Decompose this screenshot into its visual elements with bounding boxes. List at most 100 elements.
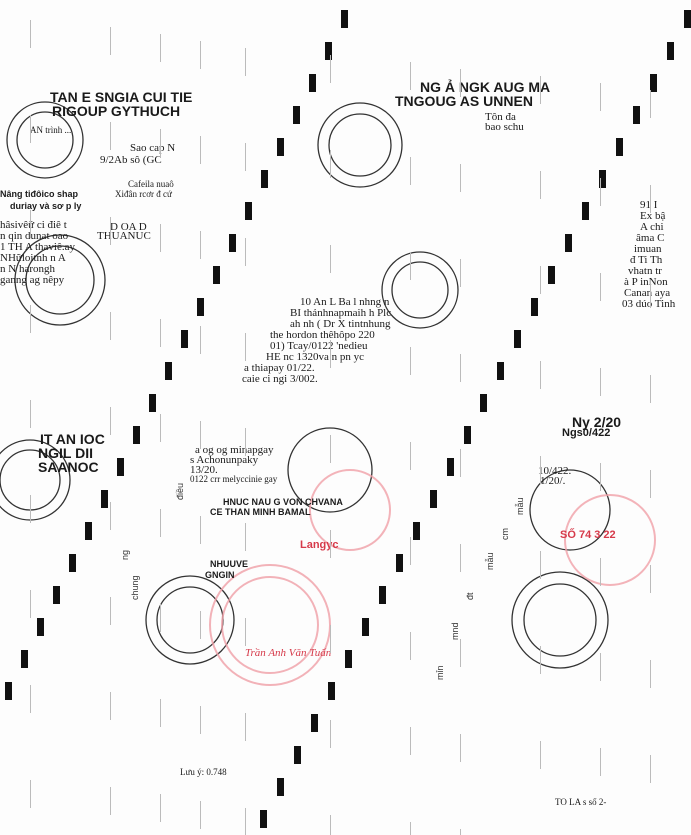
scan-dash-mark	[245, 202, 252, 220]
text-line: 10/422.	[538, 465, 572, 477]
scan-dash-mark	[149, 394, 156, 412]
heading: TNGOUG AS UNNEN	[395, 93, 533, 109]
paragraph-line: n qin dunat oao	[0, 230, 69, 242]
scan-dash-mark	[101, 490, 108, 508]
scan-rule-line	[160, 509, 161, 537]
red-seal-bottom	[209, 564, 331, 686]
scan-rule-line	[410, 157, 411, 185]
column-line: âma C	[636, 232, 665, 244]
scan-rule-line	[110, 27, 111, 55]
scan-rule-line	[110, 692, 111, 720]
stamp-text: HNUC NAU G VON CHVANA	[223, 497, 343, 507]
scan-rule-line	[650, 565, 651, 593]
scan-dash-mark	[69, 554, 76, 572]
scan-dash-mark	[53, 586, 60, 604]
scan-rule-line	[30, 115, 31, 143]
text-line: s Achonunpaky	[190, 454, 259, 466]
red-seal-right	[564, 494, 656, 586]
scan-dash-mark	[309, 74, 316, 92]
stamp-center-right	[381, 251, 459, 329]
scan-rule-line	[110, 122, 111, 150]
scan-dash-mark	[325, 42, 332, 60]
scan-rule-line	[110, 787, 111, 815]
text-line: 1/20/.	[540, 475, 566, 487]
scan-rule-line	[200, 136, 201, 164]
vertical-text: mẫu	[485, 552, 495, 570]
scan-rule-line	[160, 224, 161, 252]
paragraph-line: n N harongh	[0, 263, 55, 275]
scan-rule-line	[160, 794, 161, 822]
scan-rule-line	[650, 755, 651, 783]
scan-rule-line	[410, 727, 411, 755]
scan-rule-line	[110, 217, 111, 245]
column-line: A chi	[640, 221, 664, 233]
scan-rule-line	[110, 312, 111, 340]
scan-rule-line	[30, 400, 31, 428]
heading: RIGOUP GYTHUCH	[52, 103, 181, 119]
scan-dash-mark	[341, 10, 348, 28]
vertical-text: chung	[130, 575, 140, 600]
scan-dash-mark	[277, 138, 284, 156]
scan-rule-line	[245, 713, 246, 741]
scan-rule-line	[160, 414, 161, 442]
scan-rule-line	[460, 734, 461, 762]
heading: NG Ả NGK AUG MA	[420, 79, 551, 95]
heading: NGIL DII	[38, 445, 93, 461]
scan-dash-mark	[582, 202, 590, 220]
scan-rule-line	[245, 428, 246, 456]
scan-dash-mark	[361, 618, 369, 636]
paragraph-line: a thiapay 01/22.	[244, 362, 315, 374]
column-line: đ Ti Th	[630, 254, 663, 266]
scan-dash-mark	[480, 394, 488, 412]
scan-rule-line	[600, 178, 601, 206]
scan-rule-line	[600, 558, 601, 586]
column-line: Ex bậ	[640, 210, 666, 222]
scan-dash-mark	[133, 426, 140, 444]
vertical-text: mỉn	[435, 665, 445, 680]
scan-rule-line	[200, 421, 201, 449]
scan-dash-mark	[378, 586, 386, 604]
scan-dash-mark	[497, 362, 505, 380]
scan-rule-line	[600, 653, 601, 681]
stamp-top-center	[317, 102, 403, 188]
scan-rule-line	[160, 604, 161, 632]
scan-rule-line	[410, 822, 411, 835]
scan-dash-mark	[429, 490, 437, 508]
scan-rule-line	[330, 625, 331, 653]
vertical-text: ng	[120, 549, 130, 560]
scan-dash-mark	[117, 458, 124, 476]
scan-rule-line	[245, 143, 246, 171]
paragraph-line: 01) Tcay/0122 'nedieu	[270, 340, 368, 352]
scan-dash-mark	[412, 522, 420, 540]
signature: Trần Anh Văn Tuấn	[245, 647, 332, 659]
scan-rule-line	[410, 252, 411, 280]
scan-dash-mark	[260, 810, 267, 828]
scan-rule-line	[30, 495, 31, 523]
scan-rule-line	[200, 326, 201, 354]
text-line: duriay và sơ p ly	[10, 201, 82, 211]
scan-rule-line	[200, 231, 201, 259]
scan-rule-line	[200, 611, 201, 639]
text-line: Tôn đa	[485, 111, 516, 123]
text-line: bao schu	[485, 121, 524, 133]
scan-rule-line	[410, 442, 411, 470]
stamp-text: GNGIN	[205, 570, 235, 580]
text-line: 13/20.	[190, 464, 218, 476]
scan-dash-mark	[616, 138, 624, 156]
scan-rule-line	[540, 266, 541, 294]
column-line: Canan aya	[624, 287, 671, 299]
text-line: TO LA s số 2-	[555, 797, 607, 807]
scan-rule-line	[245, 523, 246, 551]
paragraph-line: BI thảnhnapmaih h Plc	[290, 307, 392, 319]
text-line: Xiđân rcơr đ cứ	[115, 189, 172, 199]
scan-rule-line	[160, 129, 161, 157]
scan-rule-line	[650, 375, 651, 403]
scan-rule-line	[200, 706, 201, 734]
scan-rule-line	[330, 340, 331, 368]
heading: TAN E SNGIA CUI TIE	[50, 89, 193, 105]
scan-dash-mark	[446, 458, 454, 476]
scan-rule-line	[540, 171, 541, 199]
heading: IT AN IOC	[40, 431, 105, 447]
scan-rule-line	[200, 516, 201, 544]
paragraph-line: 10 An L Ba l nhng n	[300, 296, 390, 308]
